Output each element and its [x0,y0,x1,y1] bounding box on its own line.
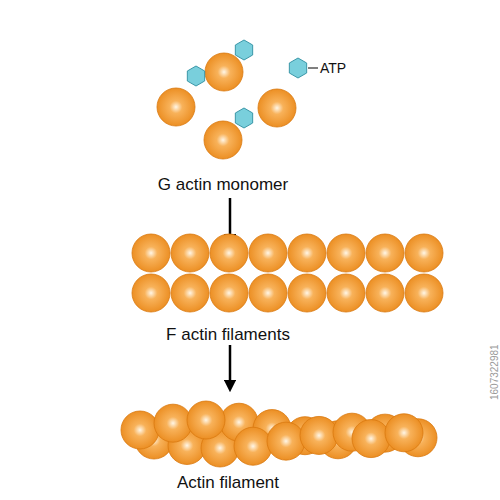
actin-sphere [300,416,338,454]
actin-sphere [352,420,390,458]
stage-caption: Actin filament [177,474,279,493]
actin-sphere [171,234,209,272]
actin-sphere [366,234,404,272]
actin-sphere [210,234,248,272]
actin-sphere [366,274,404,312]
atp-label: ATP [320,61,346,76]
actin-sphere [132,234,170,272]
atp-hexagon [187,66,204,86]
actin-sphere [171,274,209,312]
actin-sphere [288,274,326,312]
actin-sphere [405,274,443,312]
actin-sphere [210,274,248,312]
actin-sphere [267,422,305,460]
actin-sphere [204,121,242,159]
watermark-number: 1607322981 [489,344,500,400]
actin-sphere [187,401,225,439]
actin-sphere [234,427,272,465]
actin-sphere [154,404,192,442]
f-actin-rows [132,234,443,312]
actin-sphere [121,411,159,449]
actin-sphere [249,274,287,312]
actin-sphere [327,274,365,312]
process-arrow [229,345,232,386]
actin-sphere [327,234,365,272]
actin-sphere [157,88,195,126]
atp-hexagon [289,58,306,78]
actin-sphere [405,234,443,272]
g-actin-monomers [157,40,307,159]
atp-hexagon [235,108,252,128]
actin-helix [121,401,437,467]
actin-sphere [249,234,287,272]
stage-caption: G actin monomer [158,176,288,195]
atp-hexagon [235,40,252,60]
actin-sphere [205,53,243,91]
actin-sphere [288,234,326,272]
actin-sphere [132,274,170,312]
actin-sphere [258,89,296,127]
actin-sphere [385,414,423,452]
leader-line [308,68,318,69]
stage-caption: F actin filaments [166,326,290,345]
